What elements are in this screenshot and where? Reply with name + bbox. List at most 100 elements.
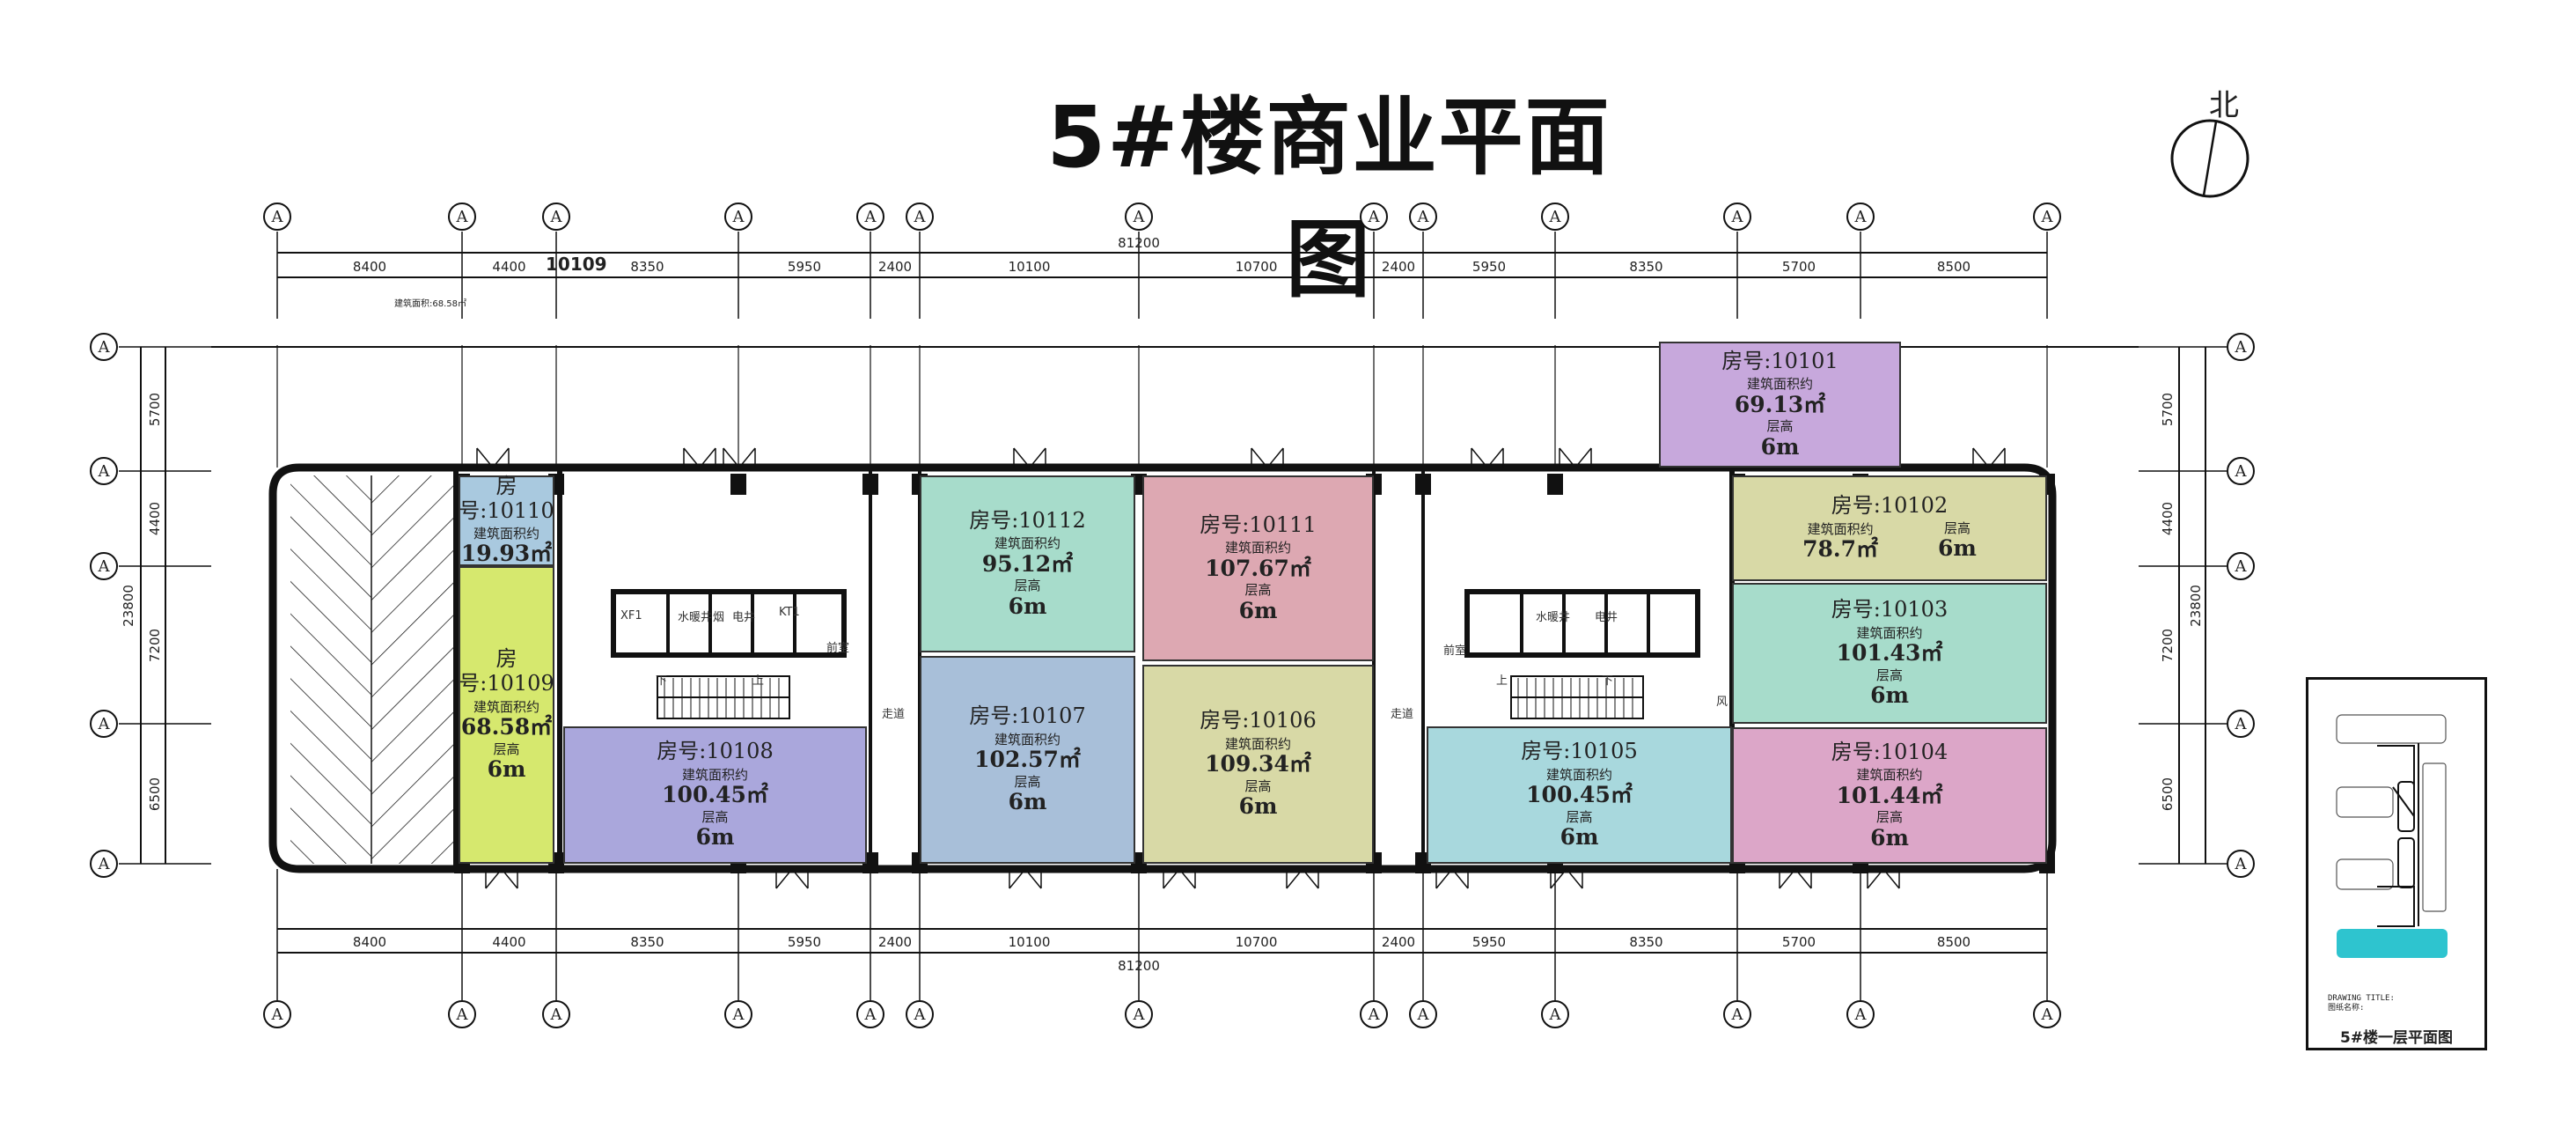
dimension-top: 2400	[877, 259, 913, 275]
room-number: 房号:10105	[1521, 739, 1638, 764]
dimension-top: 8500	[1936, 259, 1971, 275]
grid-bubble-right: A	[2227, 850, 2255, 878]
height-label: 层高	[1875, 809, 1903, 826]
label-lobby-right: 前室	[1443, 645, 1467, 658]
label-fire-lift: XF1	[620, 609, 642, 622]
page-title: 5#楼商业平面图	[1046, 88, 1611, 309]
drawing-name: 5#楼一层平面图	[2339, 1029, 2454, 1047]
label-up-right: 上	[1496, 674, 1508, 688]
room-area: 69.13㎡	[1734, 391, 1826, 417]
room-height: 6m	[1760, 433, 1800, 460]
grid-bubble-right: A	[2227, 457, 2255, 485]
dimension-top: 4400	[492, 259, 526, 275]
grid-bubble-right: A	[2227, 333, 2255, 361]
room-number: 房号:10103	[1831, 597, 1949, 622]
dimension-bottom: 4400	[492, 934, 526, 950]
height-label: 层高	[1766, 418, 1794, 435]
dimension-top: 8350	[630, 259, 664, 275]
room-number: 房号:10107	[969, 703, 1086, 729]
grid-bubble-top: A	[263, 203, 291, 231]
grid-bubble-bottom: A	[1409, 1000, 1437, 1028]
room-area: 107.67㎡	[1205, 555, 1311, 581]
area-label: 建筑面积约	[473, 698, 539, 715]
dimension-left: 6500	[147, 777, 163, 811]
area-label: 建筑面积约	[1224, 540, 1291, 556]
structural-column	[730, 474, 746, 495]
door-swing	[485, 867, 518, 889]
grid-bubble-left: A	[90, 333, 118, 361]
dimension-top: 10700	[1235, 259, 1278, 275]
grid-bubble-left: A	[90, 710, 118, 738]
drawing-title-label: DRAWING TITLE:图纸名称:	[2328, 994, 2395, 1013]
height-label: 层高	[493, 740, 520, 757]
room-area: 100.45㎡	[662, 782, 768, 808]
dimension-right: 5700	[2160, 392, 2176, 426]
grid-bubble-bottom: A	[1125, 1000, 1153, 1028]
room-area: 102.57㎡	[974, 747, 1081, 773]
key-plan: DRAWING TITLE:图纸名称: 5#楼一层平面图	[2306, 677, 2487, 1050]
grid-bubble-top: A	[1409, 203, 1437, 231]
dimension-top: 5950	[1471, 259, 1507, 275]
dimension-left: 5700	[147, 392, 163, 426]
room-area: 101.43㎡	[1836, 640, 1943, 667]
room-height: 6m	[1870, 824, 1909, 851]
core-shafts-right	[1464, 589, 1700, 658]
area-label: 建筑面积约	[994, 535, 1060, 552]
label-wind: 风	[1716, 696, 1728, 709]
ramp-hatch-right	[371, 475, 456, 864]
grid-bubble-bottom: A	[906, 1000, 934, 1028]
dimension-bottom: 5950	[787, 934, 822, 950]
room-number: 房号:10109	[459, 646, 554, 696]
height-label: 层高	[1875, 667, 1903, 683]
label-water-shaft: 水暖井	[678, 611, 713, 624]
door-swing	[1163, 867, 1196, 889]
grid-bubble-bottom: A	[542, 1000, 570, 1028]
dimension-bottom: 2400	[877, 934, 913, 950]
key-plan-diagram	[2336, 714, 2448, 958]
grid-bubble-bottom: A	[263, 1000, 291, 1028]
label-down: 下	[656, 674, 668, 688]
overall-dimension-left: 23800	[121, 585, 136, 627]
grid-bubble-top: A	[1125, 203, 1153, 231]
grid-bubble-left: A	[90, 457, 118, 485]
overall-dimension-bottom: 81200	[1118, 958, 1160, 974]
area-label: 建筑面积约	[1746, 376, 1813, 393]
north-arrow-circle	[2170, 119, 2249, 198]
label-smoke-shaft: 烟	[713, 611, 725, 624]
room-height: 6m	[1238, 793, 1278, 820]
grid-bubble-top: A	[542, 203, 570, 231]
grid-bubble-top: A	[724, 203, 752, 231]
dimension-top: 8400	[352, 259, 387, 275]
top-note-room: 10109	[546, 254, 607, 275]
dimension-right: 6500	[2160, 777, 2176, 811]
drawing-title-cn: 图纸名称:	[2328, 1004, 2365, 1013]
door-swing	[1972, 447, 2006, 469]
north-label: 北	[2209, 88, 2239, 123]
grid-bubble-bottom: A	[1723, 1000, 1751, 1028]
room-number: 房号:10112	[969, 507, 1086, 533]
grid-bubble-right: A	[2227, 552, 2255, 580]
dimension-left: 4400	[147, 501, 163, 536]
dimension-bottom: 8350	[630, 934, 664, 950]
room-area: 68.58㎡	[460, 713, 553, 740]
grid-bubble-top: A	[2033, 203, 2061, 231]
grid-bubble-top: A	[1541, 203, 1569, 231]
grid-bubble-bottom: A	[1360, 1000, 1388, 1028]
room-height: 6m	[487, 755, 526, 782]
door-swing	[1550, 867, 1583, 889]
dimension-bottom: 8400	[352, 934, 387, 950]
dimension-top: 5700	[1781, 259, 1816, 275]
